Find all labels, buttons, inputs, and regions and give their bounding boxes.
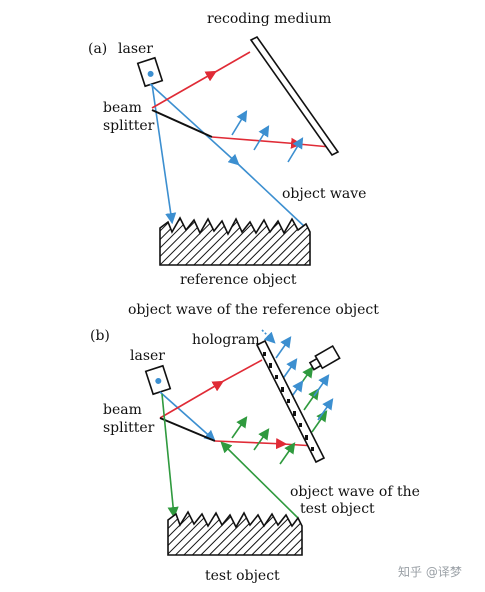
panel-a-label: (a): [88, 41, 107, 57]
recording-medium: [249, 35, 340, 157]
reference-object-label: reference object: [180, 272, 297, 288]
object-wave-label-b1: object wave of the: [290, 484, 420, 500]
blue-arrow-b6: [317, 398, 334, 421]
blue-arrow-b5: [313, 374, 330, 397]
hologram-plate: [255, 339, 326, 464]
beam-label-a: beam: [103, 100, 142, 116]
green-arrow-b6: [311, 410, 328, 433]
beam-splitter-b: [159, 417, 216, 442]
reference-beam-up-a-cont: [209, 51, 251, 76]
reference-object: [159, 216, 311, 266]
laser-beam-b: [159, 391, 216, 442]
beam-label-b: beam: [103, 402, 142, 418]
green-arrow-b2: [253, 428, 270, 451]
blue-arrow-b3: [281, 358, 298, 381]
object-wave-label-b2: test object: [300, 501, 375, 517]
hologram-label: hologram: [192, 332, 260, 348]
beam-splitter-a: [151, 109, 213, 138]
reference-beam-up-b: [159, 380, 224, 419]
laser-a: [136, 56, 164, 88]
split-beam-a: [211, 136, 303, 149]
test-beam-down-b: [161, 393, 179, 519]
middle-caption: object wave of the reference object: [128, 302, 379, 318]
split-beam-a-cont: [297, 143, 331, 148]
reference-beam-up-a: [151, 70, 217, 109]
test-object: [167, 510, 303, 556]
object-wave-label-a: object wave: [282, 186, 366, 202]
scatter-arrow-a1: [231, 110, 248, 136]
split-beam-b: [214, 438, 288, 450]
test-object-label: test object: [205, 568, 280, 584]
laser-b: [144, 364, 172, 396]
scatter-arrow-a2: [253, 125, 270, 151]
splitter-label-b: splitter: [103, 420, 155, 436]
reference-beam-down-a: [151, 83, 177, 225]
watermark: 知乎 @译梦: [398, 565, 462, 579]
green-arrow-b1: [231, 416, 248, 439]
reference-beam-up-b-cont: [217, 359, 263, 385]
splitter-label-a: splitter: [103, 118, 155, 134]
green-arrow-b3: [279, 442, 296, 465]
recording-medium-label: recoding medium: [207, 11, 331, 27]
laser-label-b: laser: [130, 348, 165, 364]
blue-arrow-b2: [275, 336, 292, 359]
laser-beam-a-cont: [237, 163, 306, 228]
camera-icon: [308, 344, 341, 371]
laser-beam-a: [149, 83, 240, 166]
scatter-arrow-a3: [287, 137, 304, 163]
hologram-fringes: [263, 352, 314, 451]
panel-b-label: (b): [90, 328, 110, 344]
panel-b: (b) laser hologram beam splitter object …: [90, 328, 420, 584]
blue-arrow-b1: [261, 329, 276, 344]
laser-label-a: laser: [118, 41, 153, 57]
panel-a: (a) laser recoding medium beam splitter …: [88, 11, 366, 288]
test-object-wave-b: [220, 441, 299, 519]
